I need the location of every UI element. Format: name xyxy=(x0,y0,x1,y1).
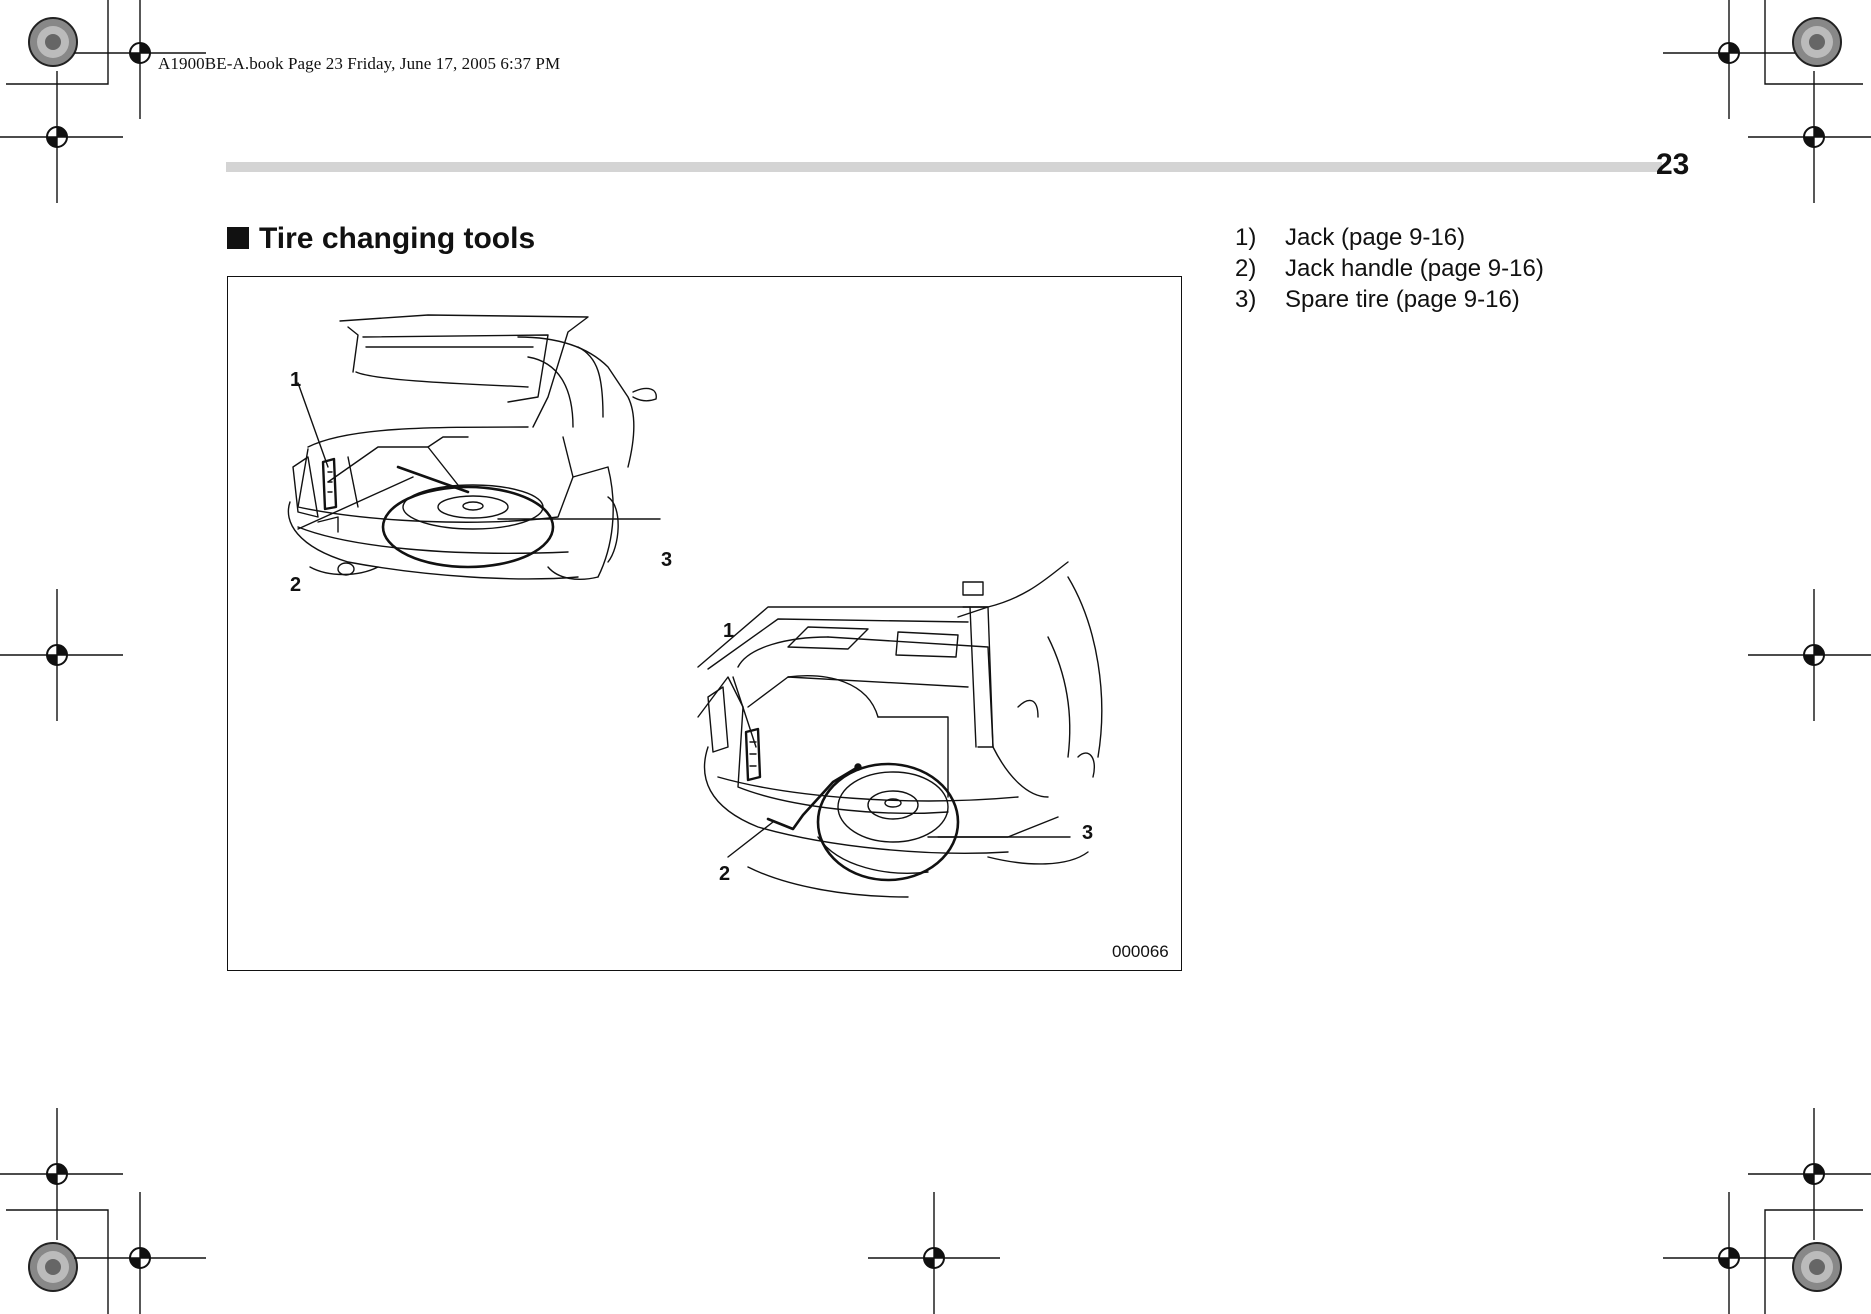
legend-item-text: Jack handle (page 9-16) xyxy=(1285,255,1544,282)
registration-mark-icon xyxy=(73,1191,207,1314)
starburst-mark-icon xyxy=(28,1242,78,1292)
callout-2-sedan: 2 xyxy=(290,574,302,596)
registration-mark-icon xyxy=(1747,70,1871,204)
callout-2-hatchback: 2 xyxy=(719,863,731,885)
sedan-illustration xyxy=(287,314,661,580)
car-trunk-illustration xyxy=(287,314,1103,898)
bullet-square-icon xyxy=(227,227,249,249)
callout-1-sedan: 1 xyxy=(290,369,302,391)
legend-item-text: Spare tire (page 9-16) xyxy=(1285,286,1520,313)
starburst-mark-icon xyxy=(1792,1242,1842,1292)
callout-1-hatchback: 1 xyxy=(723,620,735,642)
list-item: 3) Spare tire (page 9-16) xyxy=(1235,284,1544,315)
book-header-info: A1900BE-A.book Page 23 Friday, June 17, … xyxy=(158,54,561,73)
registration-mark-icon xyxy=(0,588,124,722)
header-rule xyxy=(226,162,1662,172)
registration-mark-icon xyxy=(1662,0,1796,120)
registration-mark-icon xyxy=(867,1191,1001,1314)
list-item: 2) Jack handle (page 9-16) xyxy=(1235,253,1544,284)
starburst-mark-icon xyxy=(1792,17,1842,67)
legend-list: 1) Jack (page 9-16) 2) Jack handle (page… xyxy=(1235,222,1544,315)
section-title-text: Tire changing tools xyxy=(259,222,536,255)
starburst-mark-icon xyxy=(28,17,78,67)
legend-item-number: 2) xyxy=(1235,255,1257,282)
page-number: 23 xyxy=(1656,148,1690,181)
registration-mark-icon xyxy=(1747,1107,1871,1241)
registration-mark-icon xyxy=(0,1107,124,1241)
figure-id: 000066 xyxy=(1112,942,1169,961)
hatchback-illustration xyxy=(697,561,1103,898)
legend-item-number: 3) xyxy=(1235,286,1257,313)
registration-mark-icon xyxy=(0,70,124,204)
list-item: 1) Jack (page 9-16) xyxy=(1235,222,1544,253)
callout-3-sedan: 3 xyxy=(661,549,673,571)
registration-mark-icon xyxy=(1662,1191,1796,1314)
callout-3-hatchback: 3 xyxy=(1082,822,1094,844)
legend-item-text: Jack (page 9-16) xyxy=(1285,224,1466,251)
section-title: Tire changing tools xyxy=(227,222,535,256)
registration-mark-icon xyxy=(1747,588,1871,722)
legend-item-number: 1) xyxy=(1235,224,1257,251)
figure-frame: 1 2 3 1 2 3 xyxy=(227,276,1182,971)
